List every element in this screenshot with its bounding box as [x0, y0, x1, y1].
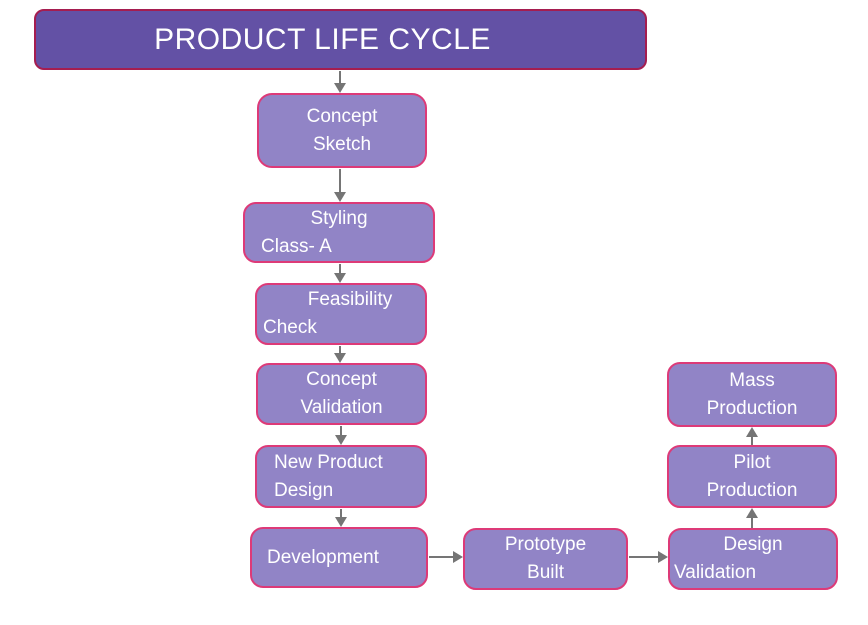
arrowhead-right-icon — [658, 551, 668, 563]
arrow-feasibility-to-concept-validation — [334, 346, 346, 363]
node-mass-production: Mass Production — [667, 362, 837, 427]
arrow-concept-sketch-to-styling — [334, 169, 346, 202]
arrowhead-down-icon — [334, 273, 346, 283]
arrow-prototype-built-to-design-validation — [629, 551, 668, 563]
arrow-styling-to-feasibility — [334, 264, 346, 283]
node-label: Concept — [306, 369, 377, 390]
arrow-stem — [340, 509, 342, 517]
node-development: Development — [250, 527, 428, 588]
node-label: Sketch — [312, 133, 372, 155]
arrow-stem — [340, 426, 342, 435]
arrowhead-down-icon — [335, 435, 347, 445]
arrow-design-validation-to-pilot-production — [746, 508, 758, 528]
node-label: Mass — [729, 369, 775, 391]
node-label: Concept — [306, 105, 378, 127]
arrow-pilot-production-to-mass-production — [746, 427, 758, 445]
node-label: New Product — [274, 451, 383, 473]
arrow-stem — [629, 556, 658, 558]
node-label: Built — [527, 562, 564, 583]
arrow-stem — [339, 71, 341, 83]
node-label: Pilot — [733, 451, 771, 473]
arrowhead-down-icon — [335, 517, 347, 527]
node-label: Design — [274, 479, 334, 501]
arrow-concept-validation-to-new-product-design — [335, 426, 347, 445]
arrow-stem — [339, 346, 341, 353]
title-box: PRODUCT LIFE CYCLE — [34, 9, 647, 70]
node-label: Feasibility — [307, 289, 393, 310]
arrow-stem — [751, 437, 753, 445]
node-label: Prototype — [504, 534, 587, 555]
node-new-product-design: New Product Design — [255, 445, 427, 508]
node-feasibility-check: Feasibility Check — [255, 283, 427, 345]
node-prototype-built: Prototype Built — [463, 528, 628, 590]
arrow-development-to-prototype-built — [429, 551, 463, 563]
node-label: Check — [263, 317, 317, 338]
arrow-stem — [339, 264, 341, 273]
node-styling-class-a: Styling Class- A — [243, 202, 435, 263]
node-design-validation: Design Validation — [668, 528, 838, 590]
node-concept-sketch: Concept Sketch — [257, 93, 427, 168]
node-label: Production — [706, 479, 798, 501]
arrow-new-product-design-to-development — [335, 509, 347, 527]
node-label: Design — [723, 534, 783, 555]
node-label: Validation — [300, 397, 383, 418]
node-label: Validation — [674, 562, 757, 583]
arrow-title-to-concept-sketch — [334, 71, 346, 93]
arrowhead-down-icon — [334, 83, 346, 93]
arrowhead-up-icon — [746, 427, 758, 437]
node-label: Production — [706, 397, 798, 419]
arrowhead-up-icon — [746, 508, 758, 518]
diagram-title: PRODUCT LIFE CYCLE — [154, 22, 491, 56]
node-label: Development — [267, 546, 379, 568]
node-label: Styling — [310, 207, 368, 229]
node-concept-validation: Concept Validation — [256, 363, 427, 425]
arrow-stem — [429, 556, 453, 558]
node-pilot-production: Pilot Production — [667, 445, 837, 508]
arrow-stem — [751, 518, 753, 528]
arrowhead-down-icon — [334, 353, 346, 363]
arrowhead-down-icon — [334, 192, 346, 202]
arrow-stem — [339, 169, 341, 192]
node-label: Class- A — [261, 235, 332, 257]
arrowhead-right-icon — [453, 551, 463, 563]
